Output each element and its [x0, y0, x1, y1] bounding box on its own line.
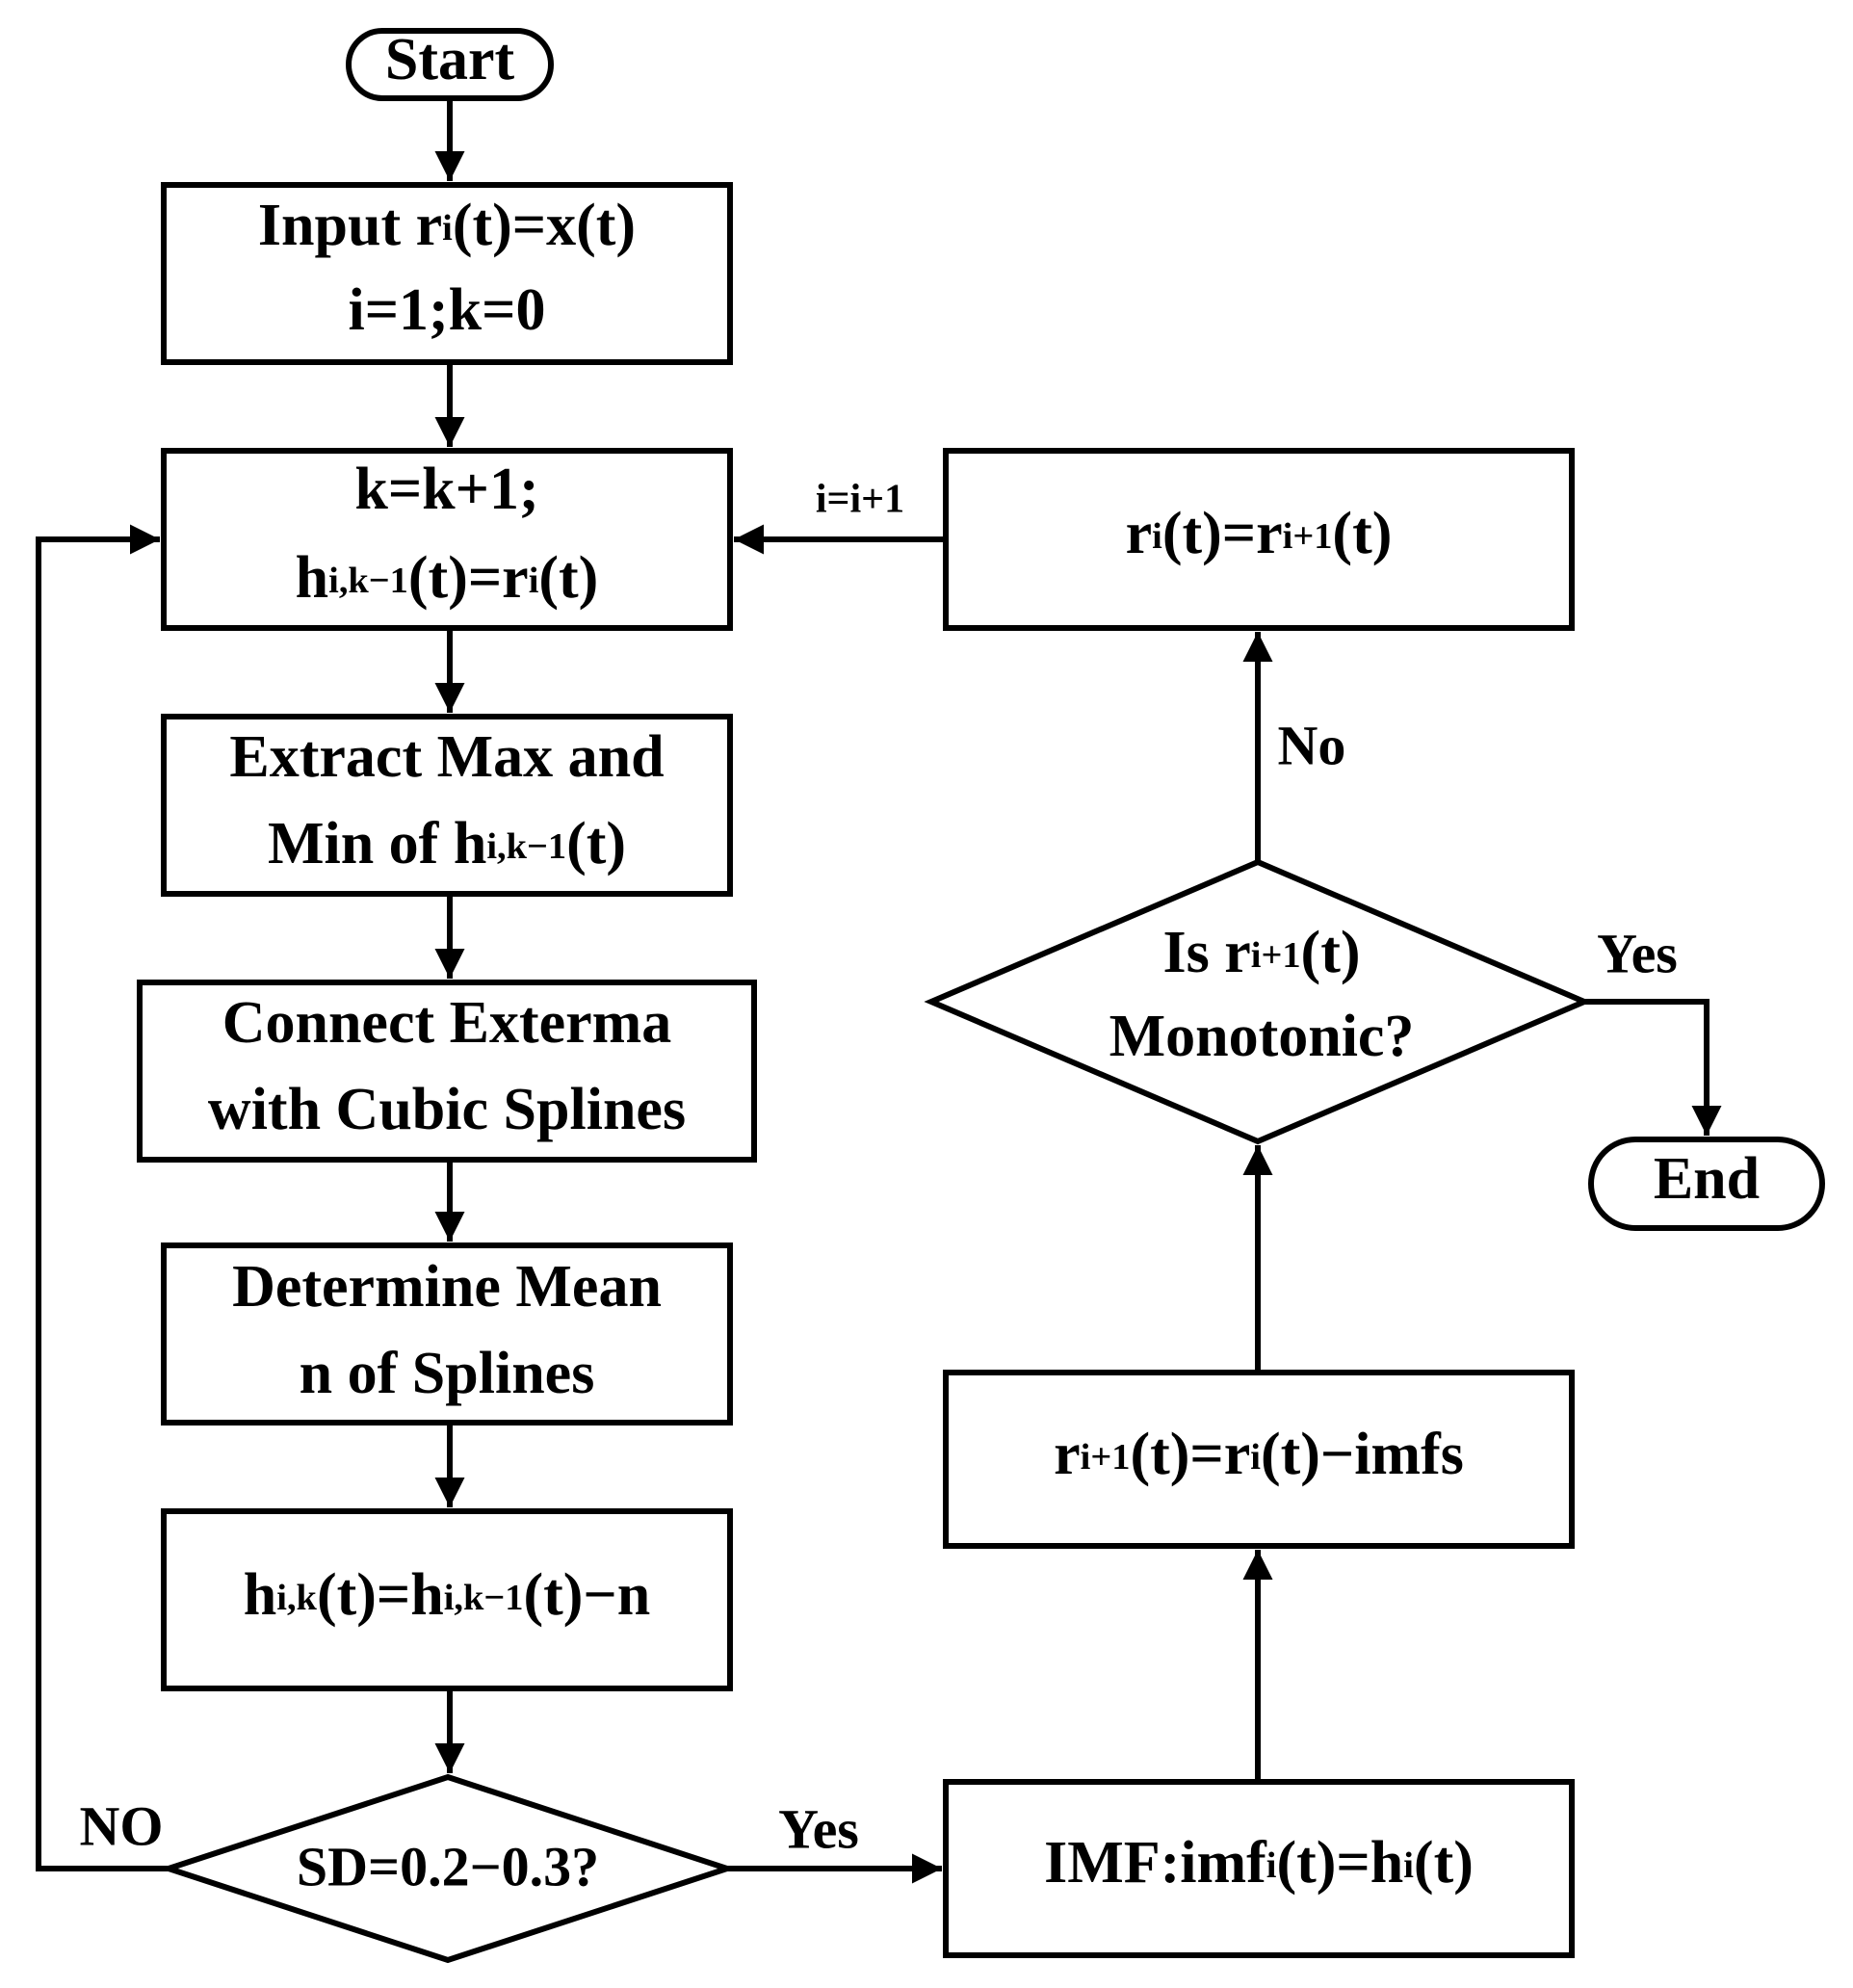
extract-line1: Extract Max and [229, 724, 664, 790]
increment-label: i=i+1 [816, 478, 904, 522]
end-terminal [1588, 1137, 1825, 1231]
mean-line1: Determine Mean [232, 1254, 662, 1320]
end-label: End [1654, 1146, 1760, 1212]
update-label: ri(t)=ri+1(t) [1126, 501, 1393, 566]
iterate-line2: hi,k−1(t)=ri(t) [296, 545, 599, 611]
arrow-sd-no-loop [36, 524, 169, 1871]
iterate-line1: k=k+1; [354, 457, 538, 522]
monotonic-no-label: No [1278, 714, 1346, 776]
input-line1: Input ri(t)=x(t) [258, 193, 636, 258]
extract-line2: Min of hi,k−1(t) [268, 811, 626, 876]
imf-label: IMF:imfi(t)=hi(t) [1044, 1830, 1474, 1896]
monotonic-yes-label: Yes [1597, 922, 1678, 984]
connect-line2: with Cubic Splines [208, 1077, 686, 1142]
arrow-monotonic-yes-to-end [1584, 999, 1722, 1136]
monotonic-decision [924, 858, 1592, 1145]
residue-label: ri+1(t)=ri(t)−imfs [1054, 1422, 1464, 1487]
mean-line2: n of Splines [300, 1341, 595, 1406]
sd-no-label: NO [80, 1794, 164, 1857]
connect-line1: Connect Exterma [222, 990, 672, 1056]
sd-label: SD=0.2−0.3? [297, 1835, 599, 1897]
sd-yes-label: Yes [778, 1797, 859, 1860]
subtract-label: hi,k(t)=hi,k−1(t)−n [244, 1562, 650, 1628]
sd-decision [159, 1773, 737, 1964]
monotonic-line2: Monotonic? [1109, 1004, 1415, 1069]
monotonic-line1: Is ri+1(t) [1162, 920, 1360, 985]
input-line2: i=1;k=0 [348, 277, 545, 343]
start-label: Start [385, 27, 515, 92]
